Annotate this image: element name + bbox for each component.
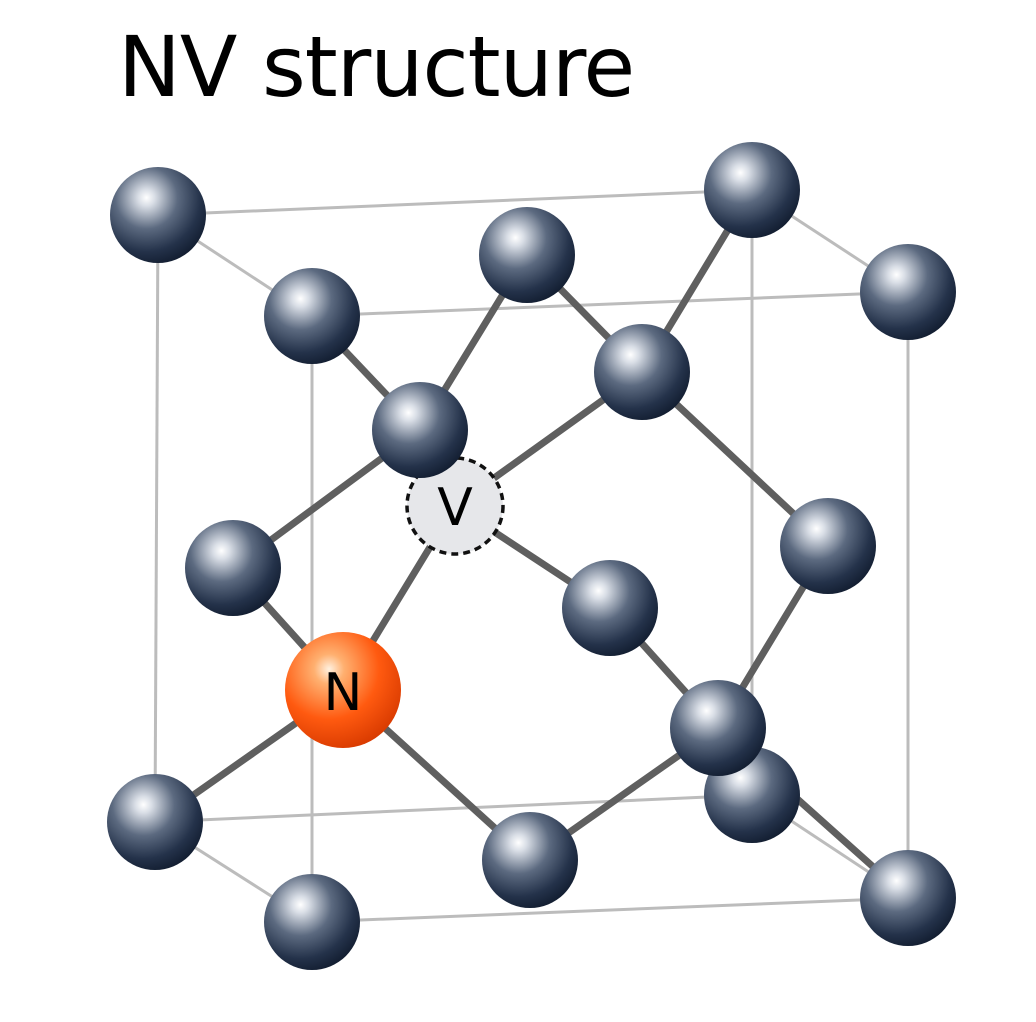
carbon-atom: [670, 680, 766, 776]
cell-edge: [311, 896, 909, 924]
carbon-atom: [562, 560, 658, 656]
carbon-atom: [860, 850, 956, 946]
nitrogen-atom: N: [285, 632, 401, 748]
carbon-atom: [264, 268, 360, 364]
carbon-atom: [704, 142, 800, 238]
carbon-atom: [482, 812, 578, 908]
diagram-title: NV structure: [118, 18, 635, 116]
cell-edge: [157, 188, 753, 217]
carbon-atom: [594, 324, 690, 420]
cell-edge: [311, 290, 909, 318]
cell-edge: [154, 793, 753, 824]
carbon-atom: [479, 207, 575, 303]
carbon-atom: [264, 874, 360, 970]
nitrogen-label: N: [324, 663, 363, 723]
carbon-atom: [185, 520, 281, 616]
vacancy-label: V: [437, 478, 473, 538]
cell-edge: [153, 214, 160, 823]
vacancy-site: V: [405, 456, 505, 556]
carbon-atom: [860, 244, 956, 340]
carbon-atom: [780, 498, 876, 594]
carbon-atom: [372, 382, 468, 478]
carbon-atom: [107, 774, 203, 870]
carbon-atom: [110, 167, 206, 263]
